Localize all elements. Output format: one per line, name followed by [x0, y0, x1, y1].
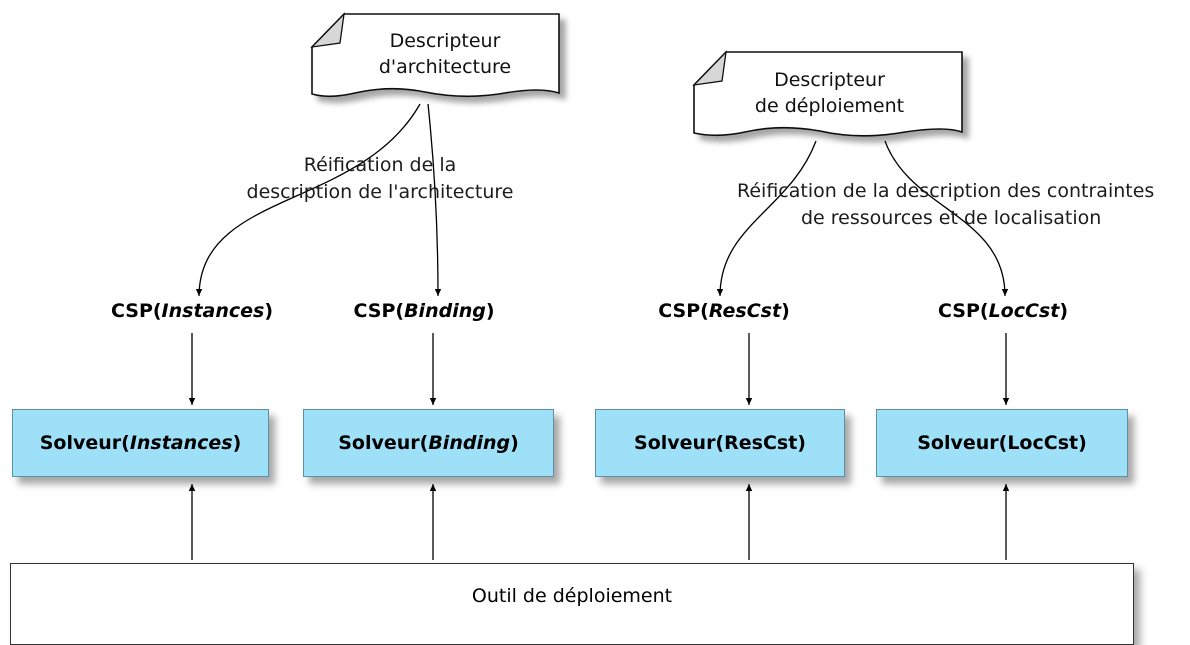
architecture-caption-line2: description de l'architecture — [246, 181, 514, 203]
deployment-tool-box: Outil de déploiement — [10, 563, 1134, 645]
solver-loccst-name: LocCst — [1007, 432, 1079, 454]
solver-binding-prefix: Solveur( — [338, 432, 429, 454]
solver-loccst-box: Solveur(LocCst) — [876, 409, 1128, 477]
deployment-descriptor-line2: de déploiement — [754, 95, 905, 117]
architecture-reification-caption: Réification de la description de l'archi… — [220, 152, 540, 206]
deployment-descriptor-line1: Descripteur — [774, 69, 885, 91]
solver-loccst-prefix: Solveur( — [917, 432, 1008, 454]
csp-loccst-label: CSP(LocCst) — [938, 300, 1068, 322]
csp-binding-label: CSP(Binding) — [353, 300, 494, 322]
solver-rescst-name: ResCst — [724, 432, 798, 454]
solver-instances-box: Solveur(Instances) — [12, 409, 269, 477]
diagram-canvas — [188, 12, 1010, 560]
solver-instances-suffix: ) — [232, 432, 242, 454]
architecture-descriptor-shape — [310, 12, 560, 98]
deployment-descriptor-shape — [692, 50, 963, 137]
csp-binding-suffix: ) — [485, 300, 495, 322]
csp-instances-name: Instances — [161, 300, 265, 322]
csp-rescst-prefix: CSP( — [658, 300, 709, 322]
csp-binding-prefix: CSP( — [353, 300, 405, 322]
arrow-deploy-to-csp-rescst — [716, 140, 817, 297]
solver-instances-prefix: Solveur( — [39, 432, 130, 454]
deployment-descriptor: Descripteur de déploiement — [712, 67, 947, 119]
solver-loccst-suffix: ) — [1078, 432, 1087, 454]
solver-binding-suffix: ) — [510, 432, 519, 454]
solver-instances-name: Instances — [129, 432, 233, 454]
architecture-descriptor: Descripteur d'architecture — [330, 28, 560, 80]
arrow-arch-to-csp-binding — [427, 103, 442, 297]
csp-instances-prefix: CSP( — [110, 300, 162, 322]
solver-rescst-box: Solveur(ResCst) — [595, 409, 845, 477]
solver-binding-name: Binding — [428, 432, 511, 454]
csp-rescst-name: ResCst — [708, 300, 782, 322]
csp-rescst-suffix: ) — [781, 300, 790, 322]
csp-loccst-suffix: ) — [1059, 300, 1069, 322]
csp-loccst-prefix: CSP( — [937, 300, 989, 322]
deployment-caption-line2: de ressources et de localisation — [801, 207, 1102, 229]
architecture-descriptor-line2: d'architecture — [378, 56, 512, 78]
arrow-arch-to-csp-instances — [195, 103, 421, 297]
solver-rescst-suffix: ) — [797, 432, 806, 454]
architecture-caption-line1: Réification de la — [303, 154, 457, 176]
deployment-reification-caption: Réification de la description des contra… — [720, 178, 1190, 232]
architecture-descriptor-line1: Descripteur — [389, 30, 501, 52]
csp-rescst-label: CSP(ResCst) — [658, 300, 790, 322]
solver-rescst-prefix: Solveur( — [634, 432, 725, 454]
csp-instances-suffix: ) — [264, 300, 274, 322]
csp-binding-name: Binding — [404, 300, 486, 322]
solver-binding-box: Solveur(Binding) — [303, 409, 554, 477]
arrow-deploy-to-csp-loccst — [884, 140, 1009, 297]
csp-instances-label: CSP(Instances) — [111, 300, 273, 322]
deployment-caption-line1: Réification de la description des contra… — [737, 180, 1155, 202]
deployment-tool-label: Outil de déploiement — [471, 585, 673, 607]
csp-loccst-name: LocCst — [988, 300, 1060, 322]
